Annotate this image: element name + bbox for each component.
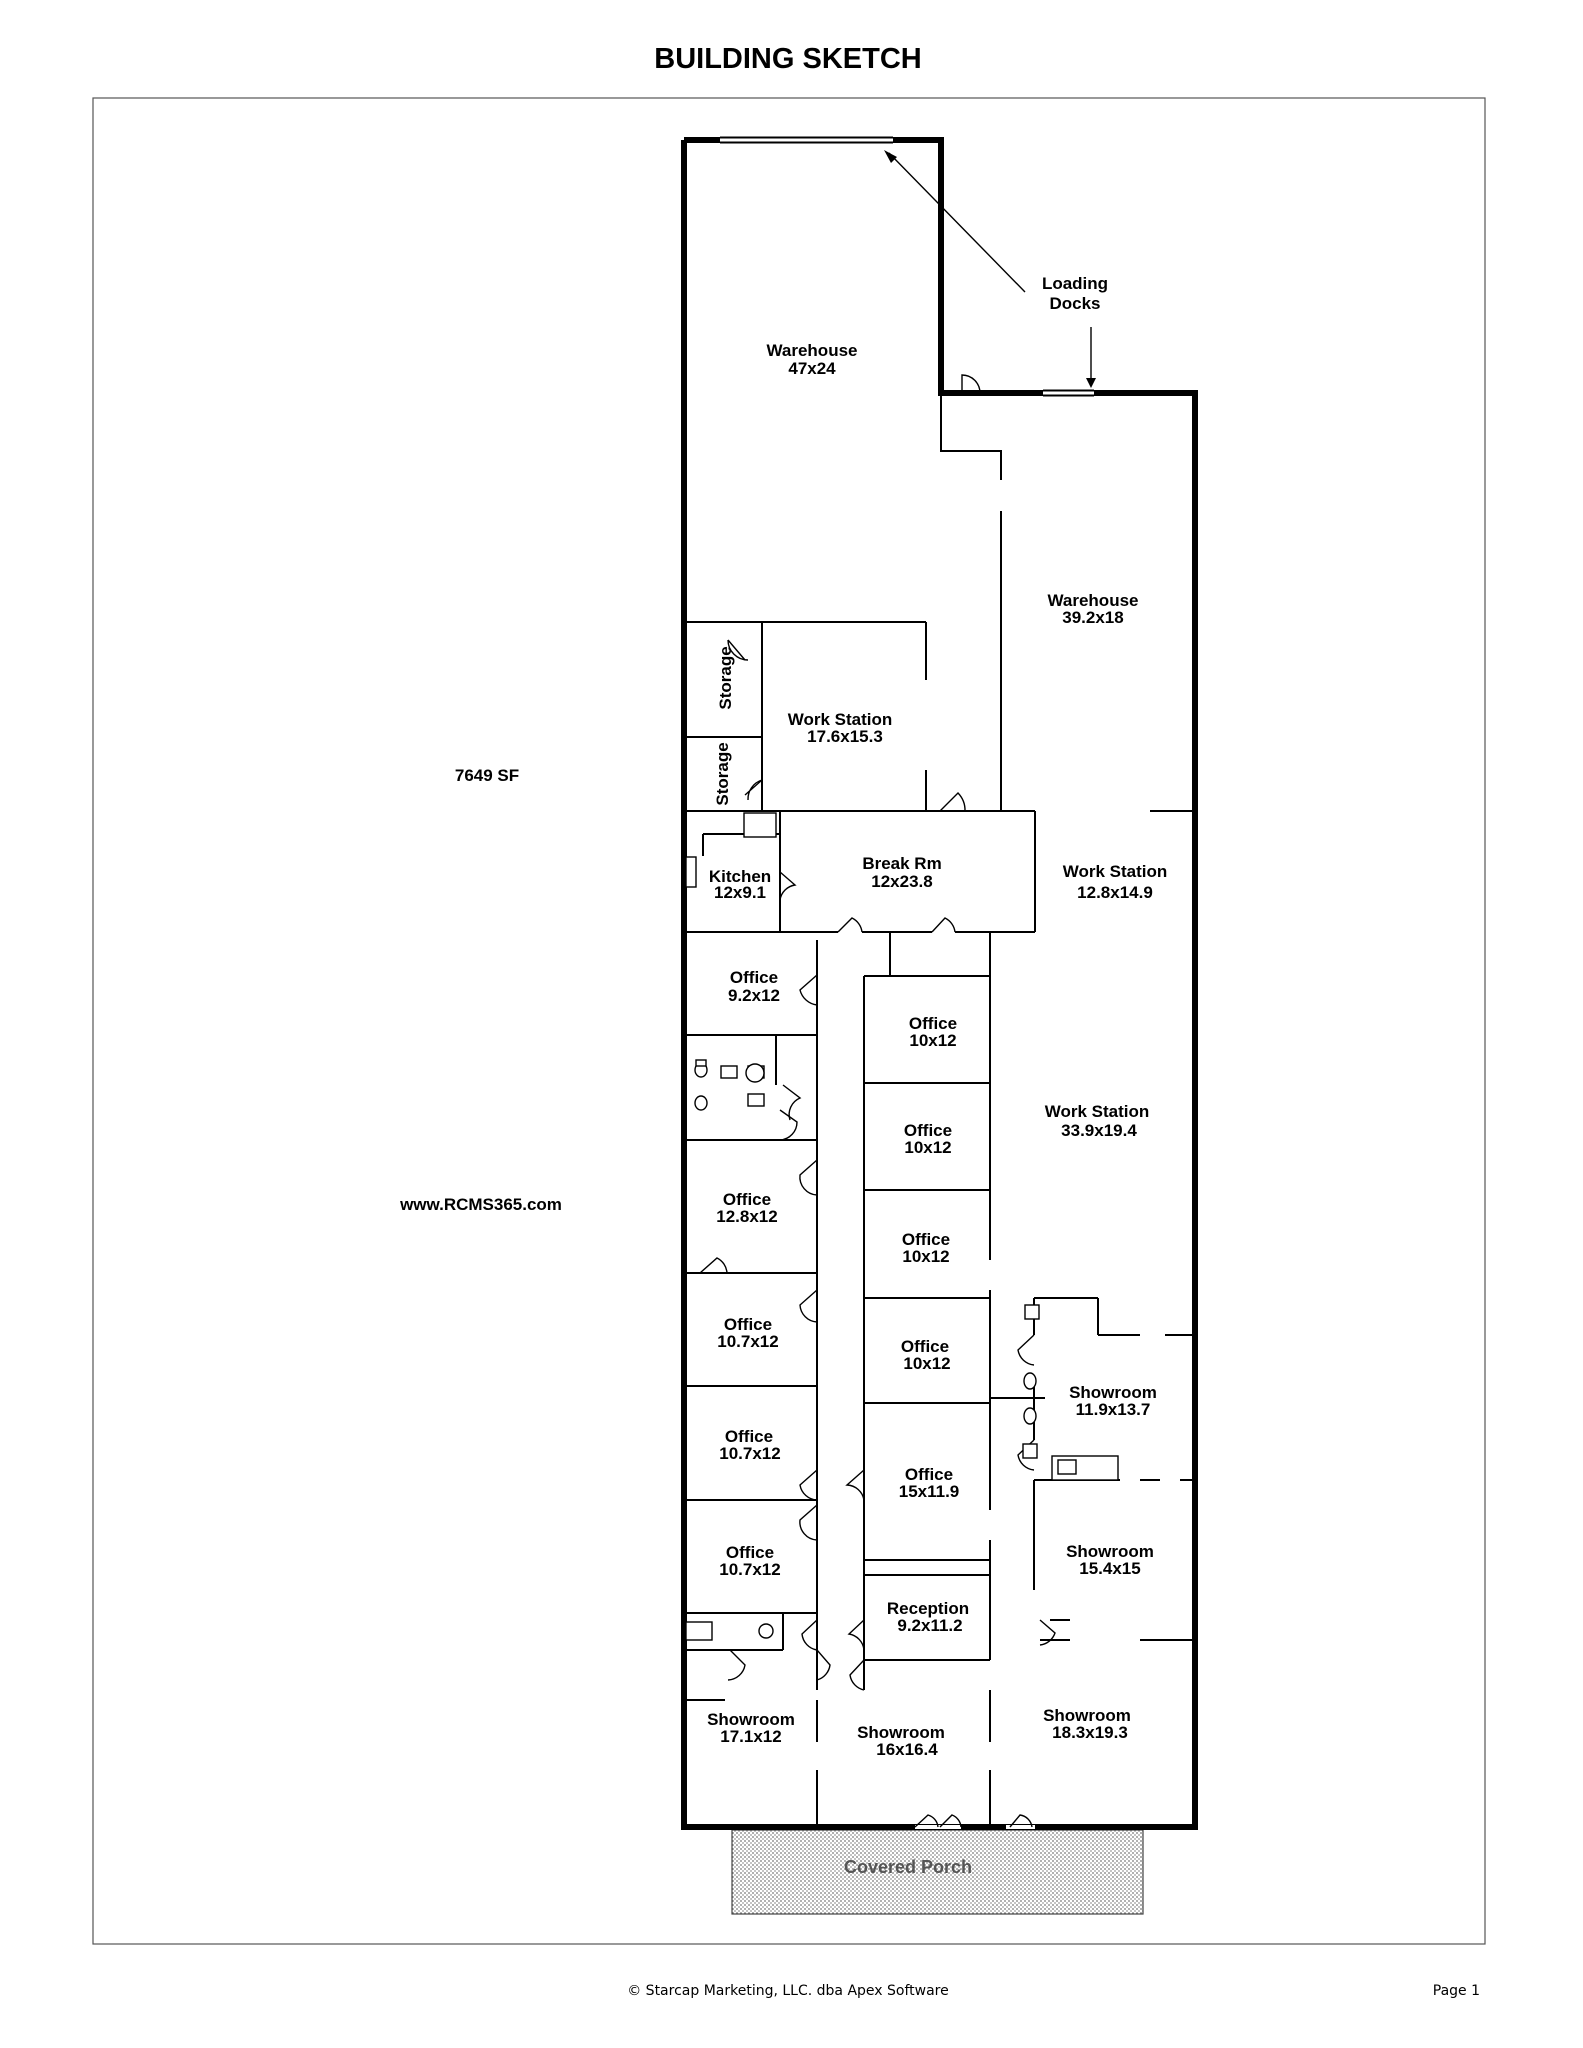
room-name-office-8: Office: [725, 1427, 773, 1446]
room-name-storage-2: Storage: [713, 742, 732, 805]
room-dims-showroom-1: 11.9x13.7: [1076, 1400, 1151, 1419]
toilet-icon: [694, 1095, 708, 1111]
page-title: BUILDING SKETCH: [654, 43, 921, 75]
plumbing-fixtures: [685, 856, 1119, 1641]
room-dims-warehouse-2: 39.2x18: [1062, 608, 1123, 627]
sink-icon: [745, 1063, 765, 1083]
room-dims-work-station-3: 33.9x19.4: [1061, 1121, 1137, 1140]
covered-porch: Covered Porch: [731, 1829, 1144, 1915]
room-name-showroom-4: Showroom: [857, 1723, 945, 1742]
room-dims-office-7: 10x12: [903, 1354, 950, 1373]
loading-docks-callout: Loading Docks: [884, 150, 1108, 388]
interior-walls: [684, 393, 1195, 1827]
sink-icon: [685, 856, 697, 888]
room-name-office-3: Office: [904, 1121, 952, 1140]
room-dims-office-6: 10.7x12: [717, 1332, 778, 1351]
room-name-showroom-3: Showroom: [707, 1710, 795, 1729]
callout-line-1: Loading: [1042, 274, 1108, 293]
room-dims-office-1: 9.2x12: [728, 986, 780, 1005]
callout-leader-1: [888, 152, 1026, 293]
room-name-office-9: Office: [905, 1465, 953, 1484]
room-dims-showroom-5: 18.3x19.3: [1052, 1723, 1128, 1742]
room-name-warehouse-2: Warehouse: [1047, 591, 1138, 610]
room-dims-office-4: 12.8x12: [716, 1207, 777, 1226]
toilet-icon: [1023, 1372, 1037, 1390]
room-dims-showroom-4: 16x16.4: [876, 1740, 938, 1759]
room-name-office-1: Office: [730, 968, 778, 987]
room-dims-showroom-2: 15.4x15: [1079, 1559, 1140, 1578]
sink-icon: [1022, 1443, 1038, 1459]
room-dims-showroom-3: 17.1x12: [720, 1727, 781, 1746]
callout-line-2: Docks: [1049, 294, 1100, 313]
sink-icon: [1024, 1304, 1040, 1320]
callout-arrowhead-2: [1086, 378, 1096, 388]
footer-page-number: Page 1: [1433, 1983, 1480, 1999]
room-name-work-station-1: Work Station: [788, 710, 893, 729]
room-dims-break-room: 12x23.8: [871, 872, 932, 891]
door-swings: [699, 374, 1056, 1828]
room-name-showroom-2: Showroom: [1066, 1542, 1154, 1561]
sink-icon: [758, 1623, 774, 1639]
room-labels: Warehouse 47x24 Warehouse 39.2x18 Storag…: [707, 341, 1167, 1759]
sink-icon: [720, 1065, 738, 1079]
room-name-office-7: Office: [901, 1337, 949, 1356]
total-area: 7649 SF: [455, 766, 519, 785]
room-name-office-10: Office: [726, 1543, 774, 1562]
room-name-work-station-2: Work Station: [1063, 862, 1168, 881]
toilet-icon: [1023, 1407, 1037, 1425]
toilet-icon: [685, 1621, 713, 1641]
room-name-office-6: Office: [724, 1315, 772, 1334]
room-dims-office-2: 10x12: [909, 1031, 956, 1050]
room-name-office-2: Office: [909, 1014, 957, 1033]
room-dims-work-station-2: 12.8x14.9: [1077, 883, 1153, 902]
room-dims-kitchen: 12x9.1: [714, 883, 766, 902]
room-dims-office-8: 10.7x12: [719, 1444, 780, 1463]
room-dims-office-3: 10x12: [904, 1138, 951, 1157]
website-label: www.RCMS365.com: [399, 1195, 562, 1214]
room-name-work-station-3: Work Station: [1045, 1102, 1150, 1121]
outer-wall-outline: [681, 137, 1198, 1830]
room-name-office-5: Office: [902, 1230, 950, 1249]
room-name-kitchen: Kitchen: [709, 867, 771, 886]
porch-label: Covered Porch: [844, 1857, 972, 1877]
room-name-warehouse-1: Warehouse: [766, 341, 857, 360]
room-dims-warehouse-1: 47x24: [788, 359, 836, 378]
footer-copyright: © Starcap Marketing, LLC. dba Apex Softw…: [627, 1983, 949, 1999]
page-frame: [92, 97, 1486, 1945]
room-name-office-4: Office: [723, 1190, 771, 1209]
room-dims-office-5: 10x12: [902, 1247, 949, 1266]
room-name-storage-1: Storage: [716, 646, 735, 709]
room-dims-reception: 9.2x11.2: [897, 1616, 962, 1635]
room-dims-office-10: 10.7x12: [719, 1560, 780, 1579]
room-name-break-room: Break Rm: [862, 854, 941, 873]
room-name-showroom-1: Showroom: [1069, 1383, 1157, 1402]
room-dims-work-station-1: 17.6x15.3: [807, 727, 883, 746]
room-name-showroom-5: Showroom: [1043, 1706, 1131, 1725]
callout-arrowhead-1: [884, 150, 897, 163]
room-name-reception: Reception: [887, 1599, 969, 1618]
room-dims-office-9: 15x11.9: [899, 1482, 960, 1501]
